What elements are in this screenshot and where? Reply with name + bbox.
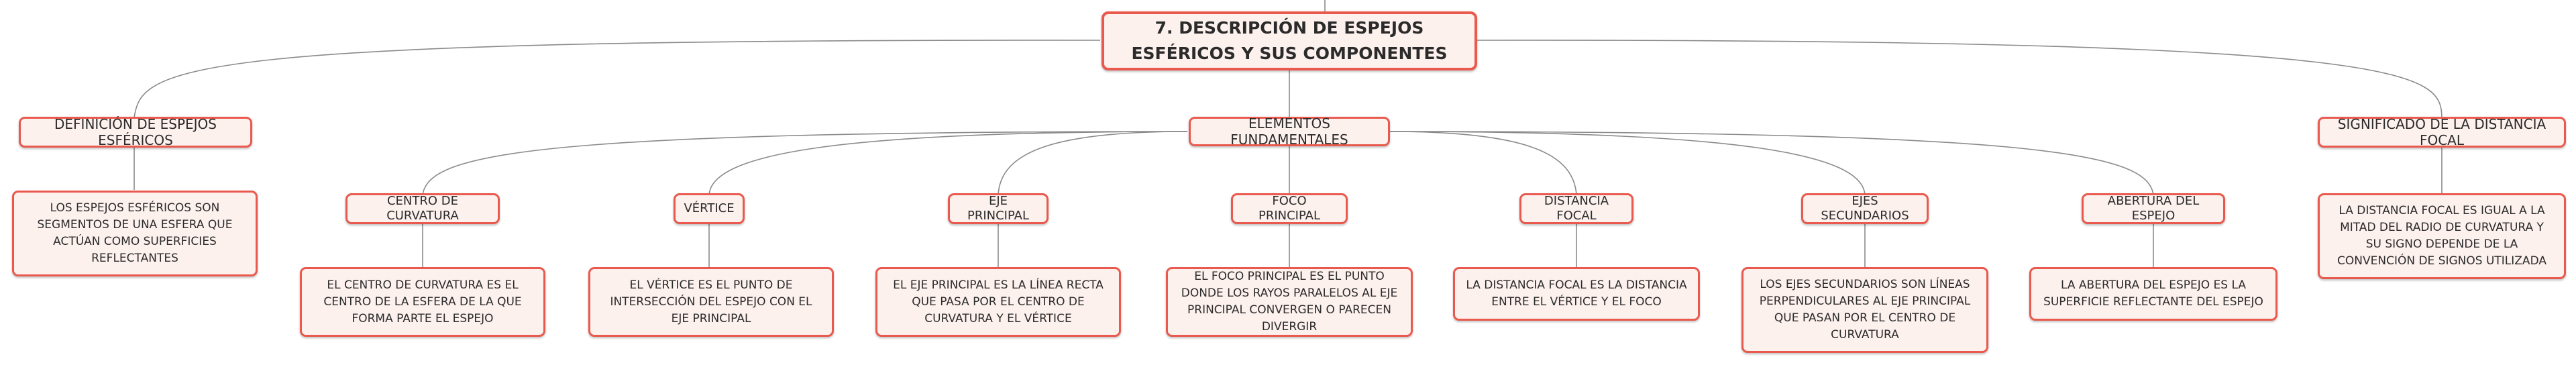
vertice-text[interactable]: EL VÉRTICE ES EL PUNTO DE INTERSECCIÓN D… bbox=[588, 267, 834, 337]
abertura-text-content: LA ABERTURA DEL ESPEJO ES LA SUPERFICIE … bbox=[2043, 278, 2263, 309]
root-title: 7. DESCRIPCIÓN DE ESPEJOS ESFÉRICOS Y SU… bbox=[1131, 18, 1448, 63]
significado-text[interactable]: LA DISTANCIA FOCAL ES IGUAL A LA MITAD D… bbox=[2318, 193, 2566, 279]
abertura-text[interactable]: LA ABERTURA DEL ESPEJO ES LA SUPERFICIE … bbox=[2029, 267, 2277, 321]
branch-definicion-label: DEFINICIÓN DE ESPEJOS ESFÉRICOS bbox=[54, 116, 217, 148]
element-centro-label: CENTRO DE CURVATURA bbox=[386, 194, 459, 223]
definicion-text[interactable]: LOS ESPEJOS ESFÉRICOS SON SEGMENTOS DE U… bbox=[12, 191, 258, 276]
eje-text[interactable]: EL EJE PRINCIPAL ES LA LÍNEA RECTA QUE P… bbox=[875, 267, 1121, 337]
element-distancia[interactable]: DISTANCIA FOCAL bbox=[1519, 193, 1633, 224]
definicion-text-content: LOS ESPEJOS ESFÉRICOS SON SEGMENTOS DE U… bbox=[37, 201, 233, 265]
eje-text-content: EL EJE PRINCIPAL ES LA LÍNEA RECTA QUE P… bbox=[893, 278, 1104, 325]
root-node[interactable]: 7. DESCRIPCIÓN DE ESPEJOS ESFÉRICOS Y SU… bbox=[1102, 11, 1477, 70]
element-vertice-label: VÉRTICE bbox=[684, 201, 735, 215]
element-abertura-label: ABERTURA DEL ESPEJO bbox=[2107, 194, 2200, 223]
connector bbox=[133, 40, 1101, 119]
ejes-secundarios-text[interactable]: LOS EJES SECUNDARIOS SON LÍNEAS PERPENDI… bbox=[1741, 267, 1988, 353]
element-eje[interactable]: EJE PRINCIPAL bbox=[948, 193, 1049, 224]
element-distancia-label: DISTANCIA FOCAL bbox=[1544, 194, 1609, 223]
element-eje-label: EJE PRINCIPAL bbox=[967, 194, 1030, 223]
vertice-text-content: EL VÉRTICE ES EL PUNTO DE INTERSECCIÓN D… bbox=[610, 278, 812, 325]
branch-elementos-label: ELEMENTOS FUNDAMENTALES bbox=[1230, 115, 1348, 148]
ejes-secundarios-text-content: LOS EJES SECUNDARIOS SON LÍNEAS PERPENDI… bbox=[1759, 278, 1971, 342]
centro-text-content: EL CENTRO DE CURVATURA ES EL CENTRO DE L… bbox=[323, 278, 522, 325]
connector bbox=[1388, 131, 1866, 195]
branch-elementos[interactable]: ELEMENTOS FUNDAMENTALES bbox=[1189, 115, 1390, 148]
element-abertura[interactable]: ABERTURA DEL ESPEJO bbox=[2082, 193, 2225, 224]
element-ejes-secundarios[interactable]: EJES SECUNDARIOS bbox=[1801, 193, 1929, 224]
centro-text[interactable]: EL CENTRO DE CURVATURA ES EL CENTRO DE L… bbox=[300, 267, 545, 337]
element-centro[interactable]: CENTRO DE CURVATURA bbox=[345, 193, 500, 224]
significado-text-content: LA DISTANCIA FOCAL ES IGUAL A LA MITAD D… bbox=[2337, 204, 2546, 268]
connector bbox=[1388, 131, 1577, 195]
foco-text-content: EL FOCO PRINCIPAL ES EL PUNTO DONDE LOS … bbox=[1181, 270, 1398, 333]
distancia-text[interactable]: LA DISTANCIA FOCAL ES LA DISTANCIA ENTRE… bbox=[1453, 267, 1700, 321]
branch-significado[interactable]: SIGNIFICADO DE LA DISTANCIA FOCAL bbox=[2318, 116, 2566, 148]
connector bbox=[998, 131, 1188, 195]
element-ejes-secundarios-label: EJES SECUNDARIOS bbox=[1821, 194, 1909, 223]
foco-text[interactable]: EL FOCO PRINCIPAL ES EL PUNTO DONDE LOS … bbox=[1166, 267, 1413, 337]
connector bbox=[708, 131, 1188, 195]
connector bbox=[1475, 40, 2443, 119]
connector bbox=[422, 131, 1188, 195]
branch-significado-label: SIGNIFICADO DE LA DISTANCIA FOCAL bbox=[2337, 116, 2546, 148]
connector bbox=[1388, 131, 2154, 195]
element-foco-label: FOCO PRINCIPAL bbox=[1258, 194, 1321, 223]
branch-definicion[interactable]: DEFINICIÓN DE ESPEJOS ESFÉRICOS bbox=[19, 116, 252, 148]
element-vertice[interactable]: VÉRTICE bbox=[674, 193, 745, 224]
element-foco[interactable]: FOCO PRINCIPAL bbox=[1231, 193, 1348, 224]
distancia-text-content: LA DISTANCIA FOCAL ES LA DISTANCIA ENTRE… bbox=[1466, 278, 1687, 309]
